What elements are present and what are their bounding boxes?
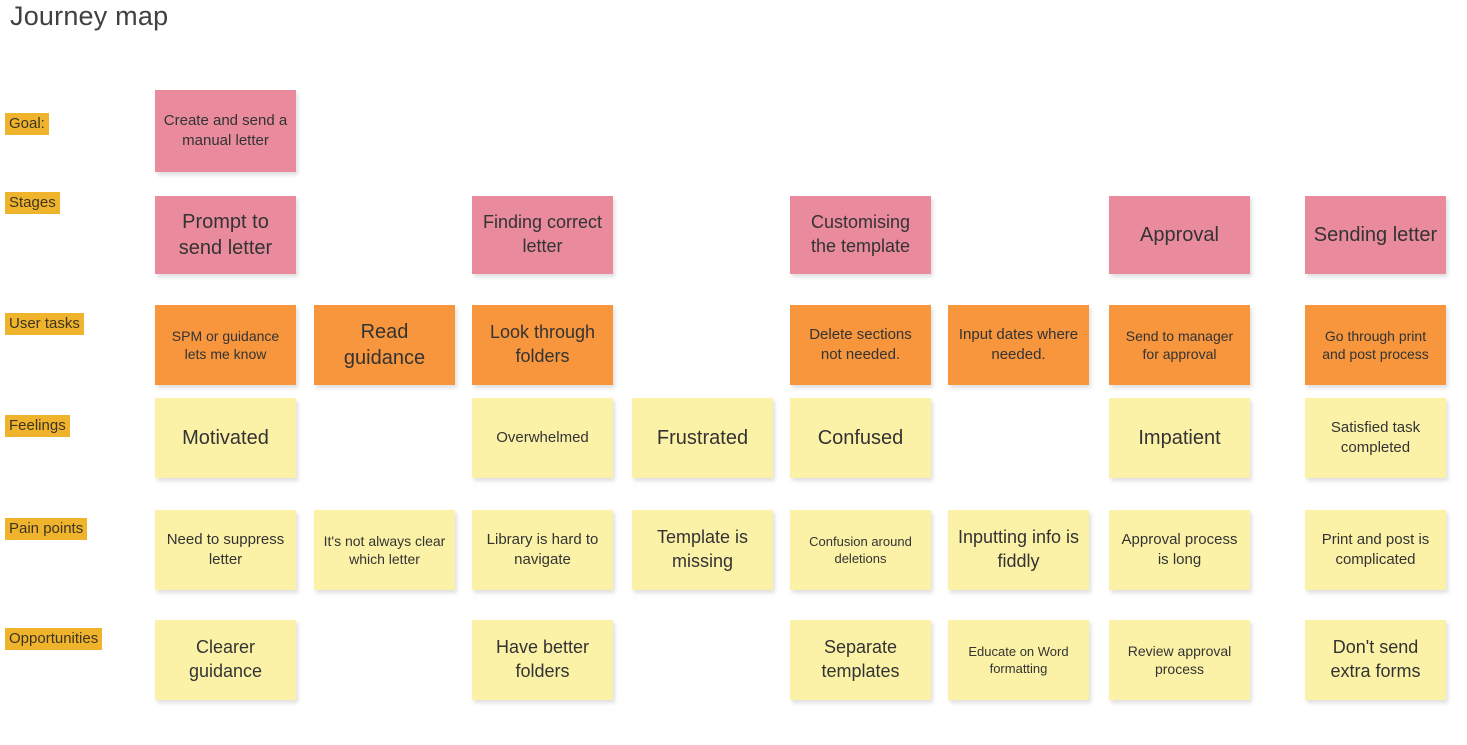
sticky-note[interactable]: Prompt to send letter	[155, 196, 296, 274]
sticky-note[interactable]: Send to manager for approval	[1109, 305, 1250, 385]
sticky-note[interactable]: Clearer guidance	[155, 620, 296, 700]
sticky-note[interactable]: Input dates where needed.	[948, 305, 1089, 385]
sticky-note[interactable]: Need to suppress letter	[155, 510, 296, 590]
sticky-note[interactable]: Look through folders	[472, 305, 613, 385]
sticky-note[interactable]: Overwhelmed	[472, 398, 613, 478]
row-label-goal[interactable]: Goal:	[5, 113, 49, 135]
page-title: Journey map	[10, 1, 169, 31]
sticky-note[interactable]: Finding correct letter	[472, 196, 613, 274]
sticky-note[interactable]: Have better folders	[472, 620, 613, 700]
sticky-note[interactable]: Satisfied task completed	[1305, 398, 1446, 478]
row-label-opportunities[interactable]: Opportunities	[5, 628, 103, 650]
sticky-note[interactable]: It's not always clear which letter	[314, 510, 455, 590]
sticky-note[interactable]: Frustrated	[632, 398, 773, 478]
sticky-note[interactable]: Create and send a manual letter	[155, 90, 296, 172]
sticky-note[interactable]: Review approval process	[1109, 620, 1250, 700]
sticky-note[interactable]: Approval process is long	[1109, 510, 1250, 590]
sticky-note[interactable]: Impatient	[1109, 398, 1250, 478]
sticky-note[interactable]: Customising the template	[790, 196, 931, 274]
row-label-user-tasks[interactable]: User tasks	[5, 313, 84, 335]
sticky-note[interactable]: Confused	[790, 398, 931, 478]
sticky-note[interactable]: Motivated	[155, 398, 296, 478]
sticky-note[interactable]: Sending letter	[1305, 196, 1446, 274]
sticky-note[interactable]: SPM or guidance lets me know	[155, 305, 296, 385]
sticky-note[interactable]: Print and post is complicated	[1305, 510, 1446, 590]
sticky-note[interactable]: Don't send extra forms	[1305, 620, 1446, 700]
sticky-note[interactable]: Delete sections not needed.	[790, 305, 931, 385]
sticky-note[interactable]: Separate templates	[790, 620, 931, 700]
sticky-note[interactable]: Educate on Word formatting	[948, 620, 1089, 700]
sticky-note[interactable]: Template is missing	[632, 510, 773, 590]
sticky-note[interactable]: Library is hard to navigate	[472, 510, 613, 590]
sticky-note[interactable]: Confusion around deletions	[790, 510, 931, 590]
sticky-note[interactable]: Inputting info is fiddly	[948, 510, 1089, 590]
row-label-feelings[interactable]: Feelings	[5, 415, 70, 437]
row-label-pain-points[interactable]: Pain points	[5, 518, 88, 540]
row-label-stages[interactable]: Stages	[5, 192, 60, 214]
sticky-note[interactable]: Go through print and post process	[1305, 305, 1446, 385]
sticky-note[interactable]: Read guidance	[314, 305, 455, 385]
sticky-note[interactable]: Approval	[1109, 196, 1250, 274]
